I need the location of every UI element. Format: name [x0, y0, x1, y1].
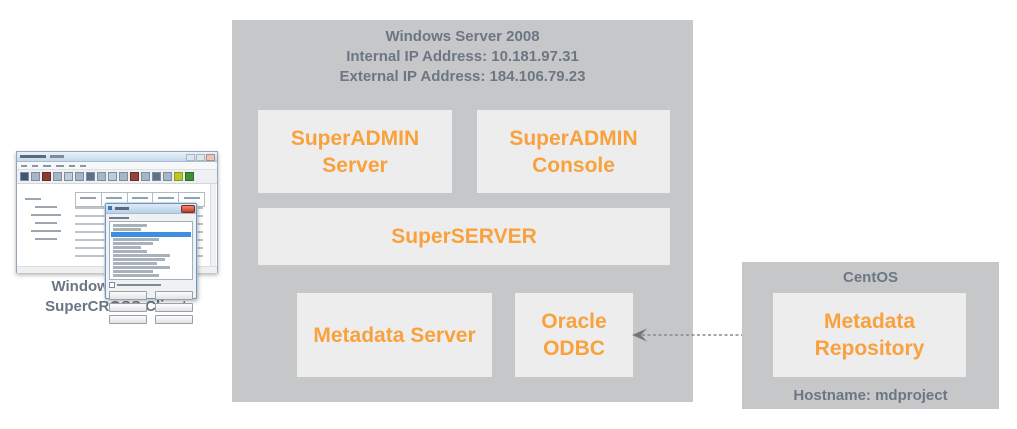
checkbox-label	[117, 284, 161, 286]
mock-dialog-body	[106, 214, 196, 327]
menu-item	[32, 164, 38, 167]
mock-row-label	[31, 214, 61, 216]
menu-item	[56, 164, 64, 167]
windows-server-header: Windows Server 2008 Internal IP Address:…	[232, 27, 693, 87]
toolbar-icon	[31, 172, 40, 181]
toolbar-icon	[141, 172, 150, 181]
oracle-odbc-box: Oracle ODBC	[515, 293, 633, 377]
dialog-close-icon	[181, 205, 195, 213]
mock-table-area	[17, 184, 217, 324]
dialog-button	[155, 315, 193, 324]
toolbar-icon	[152, 172, 161, 181]
list-item	[113, 270, 153, 273]
toolbar-icon	[119, 172, 128, 181]
mock-toolbar	[17, 170, 217, 184]
mock-dialog-label	[109, 217, 129, 219]
dialog-button	[109, 303, 147, 312]
windows-server-panel: Windows Server 2008 Internal IP Address:…	[232, 20, 693, 402]
toolbar-icon	[108, 172, 117, 181]
mock-dialog-titlebar	[106, 204, 196, 214]
list-item	[113, 258, 165, 261]
centos-title: CentOS	[842, 269, 898, 286]
mock-row-label	[35, 238, 57, 240]
toolbar-icon	[75, 172, 84, 181]
superadmin-console-box: SuperADMIN Console	[477, 110, 670, 193]
menu-item	[43, 164, 51, 167]
dialog-app-icon	[108, 206, 112, 210]
list-item	[113, 242, 153, 245]
menu-item	[21, 164, 27, 167]
dialog-button	[155, 291, 193, 300]
toolbar-icon	[97, 172, 106, 181]
arrowhead-left	[632, 328, 647, 342]
centos-panel: CentOS Metadata Repository Hostname: mdp…	[742, 262, 999, 409]
list-item	[113, 228, 141, 231]
list-item	[113, 274, 159, 277]
external-ip-label: External IP Address: 184.106.79.23	[339, 68, 586, 85]
toolbar-icon	[53, 172, 62, 181]
toolbar-icon	[174, 172, 183, 181]
superserver-box: SuperSERVER	[258, 208, 670, 265]
toolbar-icon	[20, 172, 29, 181]
list-item	[113, 224, 147, 227]
mock-dialog-list	[109, 221, 193, 280]
list-item	[113, 262, 157, 265]
mock-window-title-suffix	[50, 155, 64, 158]
mock-dialog-buttons	[109, 291, 193, 324]
mock-row-labels	[25, 198, 71, 246]
dialog-button	[155, 303, 193, 312]
mock-dialog	[105, 203, 197, 324]
mock-row-label	[35, 206, 57, 208]
toolbar-icon	[86, 172, 95, 181]
mock-window-titlebar	[17, 152, 217, 162]
list-item	[113, 246, 141, 249]
checkbox-icon	[109, 282, 115, 288]
close-icon	[206, 154, 215, 161]
supercross-client-screenshot	[16, 151, 218, 324]
dialog-button	[109, 291, 147, 300]
mock-window-controls	[186, 154, 215, 161]
list-item	[113, 250, 147, 253]
toolbar-icon	[185, 172, 194, 181]
list-item	[113, 238, 159, 241]
toolbar-icon	[42, 172, 51, 181]
mock-vertical-scrollbar	[210, 184, 216, 267]
mock-dialog-title	[115, 207, 129, 210]
toolbar-icon	[130, 172, 139, 181]
superadmin-server-box: SuperADMIN Server	[258, 110, 452, 193]
minimize-icon	[186, 154, 195, 161]
mock-table-header-cell	[76, 193, 102, 206]
dialog-button	[109, 315, 147, 324]
toolbar-icon	[163, 172, 172, 181]
metadata-repository-box: Metadata Repository	[773, 293, 966, 377]
mock-menubar	[17, 162, 217, 170]
windows-server-title: Windows Server 2008	[385, 28, 540, 45]
menu-item	[80, 164, 86, 167]
maximize-icon	[196, 154, 205, 161]
mock-row-label	[35, 222, 57, 224]
internal-ip-label: Internal IP Address: 10.181.97.31	[346, 48, 579, 65]
mock-row-label	[25, 198, 41, 200]
list-item	[113, 266, 170, 269]
centos-hostname: Hostname: mdproject	[793, 387, 948, 404]
mock-window-title	[20, 155, 46, 158]
list-item-selected	[111, 232, 191, 237]
mock-row-label	[31, 230, 61, 232]
metadata-server-box: Metadata Server	[297, 293, 492, 377]
mock-dialog-checkbox-row	[109, 282, 193, 288]
toolbar-icon	[64, 172, 73, 181]
menu-item	[69, 164, 75, 167]
list-item	[113, 254, 170, 257]
